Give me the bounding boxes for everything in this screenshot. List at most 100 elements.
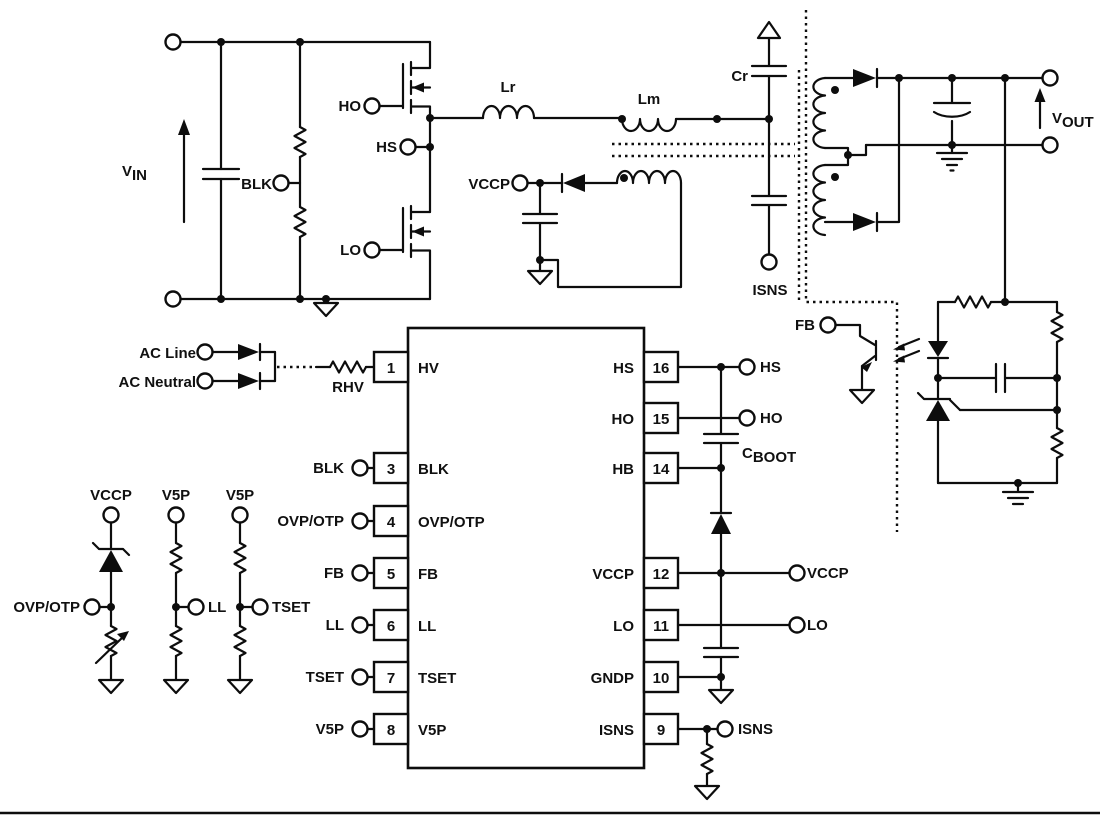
v5p-tset-branch: V5P TSET <box>226 487 310 695</box>
phototransistor-icon <box>834 323 878 392</box>
ovp-node-terminal <box>83 598 101 616</box>
v5p-rail-b-terminal <box>231 506 249 524</box>
ovp-ext-label: OVP/OTP <box>277 513 344 530</box>
ic-pin-isns: 9 ISNS <box>599 712 680 746</box>
tset-lower-resistor-icon <box>233 624 247 658</box>
ic-pin-v5p: 8 V5P V5P <box>316 712 446 746</box>
ho-ext-label: HO <box>760 410 783 427</box>
ic-pin-number: 7 <box>387 670 395 687</box>
ic-pin-number: 8 <box>387 722 395 739</box>
ic-pin-number: 1 <box>387 360 395 377</box>
output-stage: VOUT <box>864 69 1094 172</box>
vccp-filter-capacitor-icon <box>521 181 559 262</box>
half-bridge: HO HS LO <box>339 40 434 301</box>
vin-plus-terminal <box>164 33 182 51</box>
lo-gate-terminal <box>363 241 381 259</box>
ovp-ground-icon <box>97 678 125 695</box>
hs-node-label: HS <box>376 139 397 156</box>
center-tap-wire <box>846 143 868 157</box>
ic-pin-number: 11 <box>653 618 669 635</box>
ac-neutral-label: AC Neutral <box>118 374 196 391</box>
ic-pin-number: 6 <box>387 618 395 635</box>
vccp-rail-label: VCCP <box>90 487 132 504</box>
bulk-capacitor-icon <box>201 40 241 301</box>
vout-arrow-icon <box>1034 88 1046 102</box>
ll-node-terminal <box>187 598 205 616</box>
opto-led-icon <box>926 300 950 401</box>
blk-ext-label: BLK <box>313 460 344 477</box>
ll-node-label: LL <box>208 599 226 616</box>
shunt-regulator-icon <box>916 391 1059 485</box>
ic-pin-gndp: 10 GNDP <box>591 660 680 694</box>
ic-pin-name: LL <box>418 618 436 635</box>
tset-ext-label: TSET <box>306 669 344 686</box>
cboot-capacitor-icon: CBOOT <box>702 365 796 470</box>
lm-polarity-dot <box>618 115 626 123</box>
ic-pin-number: 5 <box>387 566 395 583</box>
ic-pin-fb: 5 FB FB <box>324 556 438 590</box>
blk-node-terminal <box>272 174 290 192</box>
rhv-resistor-icon <box>328 360 368 374</box>
isns-ext-label: ISNS <box>738 721 773 738</box>
isns-capacitor-branch: ISNS <box>750 117 788 299</box>
lo-gate-label: LO <box>340 242 361 259</box>
aux-vccp-winding: VCCP <box>468 169 683 289</box>
resonant-tank: Lr Lm Cr ISNS <box>428 20 788 299</box>
vout-label: VOUT <box>1052 110 1094 131</box>
v5p-rail-a-label: V5P <box>162 487 190 504</box>
ic-pin-hs: 16 HS <box>613 350 680 384</box>
aux-return-wire <box>538 181 683 289</box>
isns-resistor-icon <box>700 742 714 776</box>
tset-ground-icon <box>226 678 254 695</box>
controller-ic: 1 HV 3 BLK BLK 4 OVP/OTP OVP/OTP 5 FB FB… <box>277 326 680 770</box>
low-side-mosfet-icon <box>378 204 432 301</box>
vccp-rail-terminal <box>102 506 120 524</box>
ic-pin-tset: 7 TSET TSET <box>306 660 456 694</box>
ic-pin-name: VCCP <box>592 566 634 583</box>
isns-cap-label: ISNS <box>752 282 787 299</box>
vccp-aux-terminal <box>511 174 529 192</box>
rectifier-diode-top-icon <box>823 67 901 89</box>
fb-ext-label: FB <box>324 565 344 582</box>
secondary-bottom-polarity-dot <box>831 173 839 181</box>
ic-pin-blk: 3 BLK BLK <box>313 451 449 485</box>
ovp-node-label: OVP/OTP <box>13 599 80 616</box>
fb-ground-icon <box>848 388 876 405</box>
ic-pin-name: GNDP <box>591 670 634 687</box>
vout-minus-terminal <box>1041 136 1059 154</box>
cr-up-arrow-icon <box>756 20 782 40</box>
vout-plus-terminal <box>1041 69 1059 87</box>
lr-inductor-icon <box>481 104 536 120</box>
ovp-pin-terminal <box>351 512 369 530</box>
led-series-resistor-icon <box>953 295 993 309</box>
vccp-ext-label: VCCP <box>807 565 849 582</box>
vin-label: VIN <box>122 163 147 184</box>
tset-node-terminal <box>251 598 269 616</box>
transformer-core-lines <box>612 70 801 300</box>
ll-lower-resistor-icon <box>169 624 183 658</box>
v5p-pin-terminal <box>351 720 369 738</box>
ic-pin-name: BLK <box>418 461 449 478</box>
v5p-ext-label: V5P <box>316 721 344 738</box>
opto-light-arrows-icon <box>893 337 921 363</box>
rectifier-diode-bottom-icon <box>823 76 901 233</box>
ic-pin-name: FB <box>418 566 438 583</box>
aux-polarity-dot <box>620 174 628 182</box>
isns-cap-terminal <box>760 253 778 271</box>
ic-pin-number: 9 <box>657 722 665 739</box>
ac-line-diode-icon <box>211 342 277 362</box>
ovp-zener-icon <box>91 521 131 609</box>
high-side-mosfet-icon <box>378 40 432 120</box>
ic-pin-number: 16 <box>653 360 670 377</box>
vccp-aux-label: VCCP <box>468 176 510 193</box>
ic-pin-name: OVP/OTP <box>418 514 485 531</box>
transformer-secondary <box>812 67 901 237</box>
vin-arrow-icon <box>178 119 190 135</box>
ic-pin-vccp: 12 VCCP <box>592 556 680 590</box>
output-capacitor-icon <box>932 76 972 147</box>
tset-node-label: TSET <box>272 599 310 616</box>
ic-pin-name: TSET <box>418 670 456 687</box>
feedback-divider-branch <box>1050 300 1064 485</box>
